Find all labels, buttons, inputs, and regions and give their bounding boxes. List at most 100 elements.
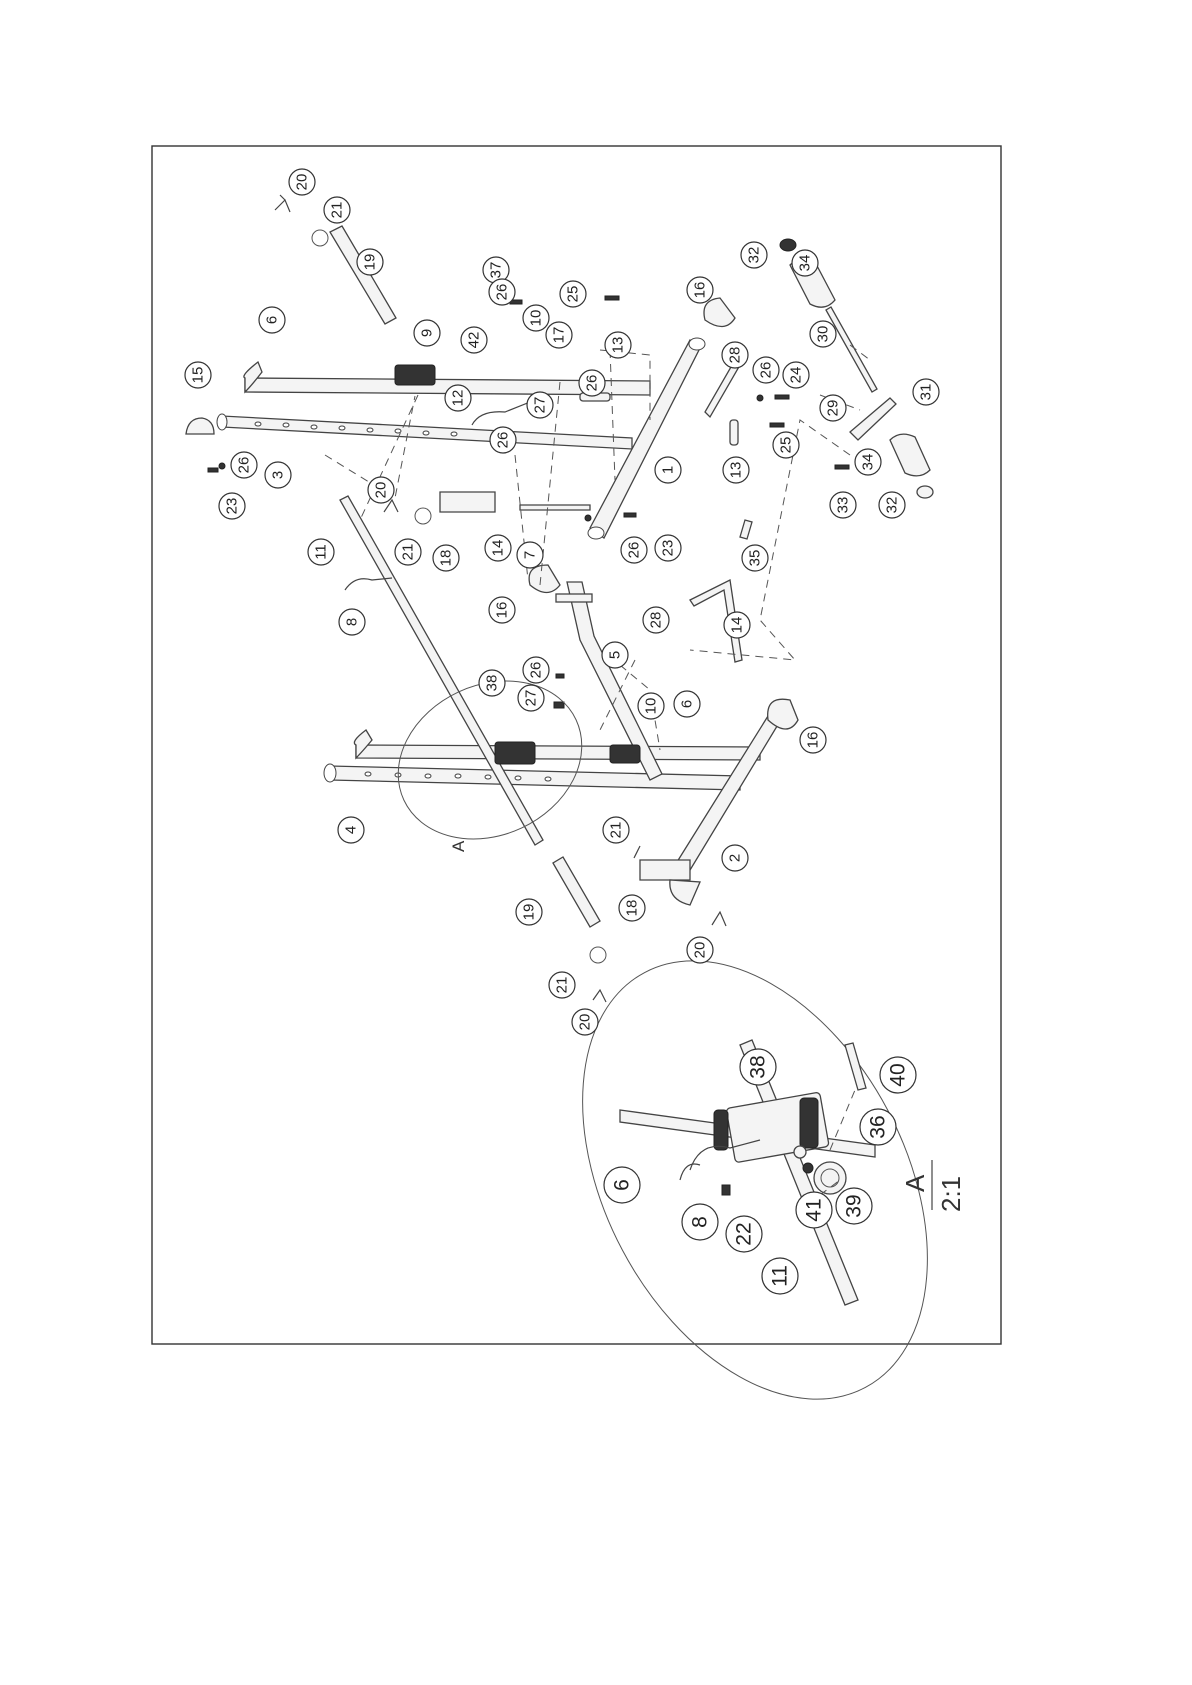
part-number: 14 xyxy=(729,617,746,634)
part-number: 14 xyxy=(490,540,507,557)
part-number: 9 xyxy=(419,329,436,337)
part-callout-27: 27 xyxy=(518,685,544,711)
part-callout-36: 36 xyxy=(860,1109,896,1145)
svg-text:A: A xyxy=(900,1174,930,1192)
part-number: 26 xyxy=(495,432,512,449)
part-callout-19: 19 xyxy=(357,249,383,275)
part-callout-6: 6 xyxy=(604,1167,640,1203)
part-number: 28 xyxy=(727,347,744,364)
part-number: 17 xyxy=(551,327,568,344)
part-callout-13: 13 xyxy=(723,457,749,483)
part-callout-30: 30 xyxy=(810,321,836,347)
part-callout-39: 39 xyxy=(836,1188,872,1224)
part-number: 31 xyxy=(918,384,935,401)
part-number: 24 xyxy=(788,367,805,384)
assembly-line-a xyxy=(325,395,418,520)
part-callout-42: 42 xyxy=(461,327,487,353)
part-number: 6 xyxy=(679,700,696,708)
part-callout-20: 20 xyxy=(572,1009,598,1035)
part-number: 8 xyxy=(344,618,361,626)
part-callout-31: 31 xyxy=(913,379,939,405)
fasteners xyxy=(208,296,849,708)
part-callout-20: 20 xyxy=(289,169,315,195)
part-number: 39 xyxy=(843,1194,866,1217)
detail-a-label: A xyxy=(449,840,468,852)
part-callout-6: 6 xyxy=(674,691,700,717)
part-number: 16 xyxy=(805,732,822,749)
part-number: 15 xyxy=(190,367,207,384)
part-callout-40: 40 xyxy=(880,1057,916,1093)
part-number: 20 xyxy=(294,174,311,191)
part-callout-8: 8 xyxy=(682,1204,718,1240)
cap-16-top xyxy=(704,298,735,327)
part-callout-25: 25 xyxy=(560,281,586,307)
part-number: 21 xyxy=(608,822,625,839)
part-number: 22 xyxy=(733,1222,756,1245)
part-number: 16 xyxy=(692,282,709,299)
part-number: 28 xyxy=(648,612,665,629)
part-number: 37 xyxy=(488,262,505,279)
part-callout-26: 26 xyxy=(753,357,779,383)
part-number: 25 xyxy=(778,437,795,454)
part-number: 10 xyxy=(643,698,660,715)
sleeve-19-top xyxy=(330,226,396,324)
part-callout-4: 4 xyxy=(338,817,364,843)
part-number: 26 xyxy=(626,542,643,559)
part-number: 21 xyxy=(329,202,346,219)
part-callout-29: 29 xyxy=(820,395,846,421)
part-callout-38: 38 xyxy=(740,1049,776,1085)
part-number: 32 xyxy=(884,497,901,514)
part-callout-26: 26 xyxy=(489,279,515,305)
part-callout-11: 11 xyxy=(308,539,334,565)
part-callout-26: 26 xyxy=(231,452,257,478)
part-number: 26 xyxy=(758,362,775,379)
part-callout-16: 16 xyxy=(800,727,826,753)
part-number: 41 xyxy=(803,1198,826,1221)
part-callout-25: 25 xyxy=(773,432,799,458)
part-callout-32: 32 xyxy=(741,242,767,268)
part-number: 20 xyxy=(577,1014,594,1031)
tube-35 xyxy=(740,520,752,539)
part-number: 6 xyxy=(264,316,281,324)
part-number: 12 xyxy=(450,390,467,407)
part-number: 27 xyxy=(523,690,540,707)
part-callout-16: 16 xyxy=(687,277,713,303)
part-callout-10: 10 xyxy=(523,305,549,331)
part-number: 29 xyxy=(825,400,842,417)
part-number: 6 xyxy=(611,1179,634,1191)
part-number: 18 xyxy=(438,550,455,567)
part-number: 3 xyxy=(270,471,287,479)
sleeve-18-lower xyxy=(640,860,690,880)
part-number: 38 xyxy=(747,1055,770,1078)
part-callout-1: 1 xyxy=(655,457,681,483)
part-callout-26: 26 xyxy=(579,370,605,396)
part-number: 33 xyxy=(835,497,852,514)
bracket-38 xyxy=(495,742,535,764)
part-callout-21: 21 xyxy=(324,197,350,223)
part-callout-26: 26 xyxy=(490,427,516,453)
part-callout-35: 35 xyxy=(742,545,768,571)
part-callout-5: 5 xyxy=(602,642,628,668)
part-callout-19: 19 xyxy=(516,899,542,925)
part-callout-20: 20 xyxy=(687,937,713,963)
part-number: 21 xyxy=(554,977,571,994)
part-number: 42 xyxy=(466,332,483,349)
part-number: 26 xyxy=(528,662,545,679)
bracket-29 xyxy=(850,398,896,440)
upright-4 xyxy=(324,764,740,790)
part-number: 36 xyxy=(867,1115,890,1138)
part-number: 23 xyxy=(224,498,241,515)
part-number: 25 xyxy=(565,286,582,303)
part-number: 26 xyxy=(584,375,601,392)
roller-34-bottom xyxy=(890,434,930,476)
part-number: 20 xyxy=(692,942,709,959)
part-callout-20: 20 xyxy=(368,477,394,503)
bracket-10-lower xyxy=(610,745,640,763)
part-callout-28: 28 xyxy=(722,342,748,368)
part-number: 34 xyxy=(860,454,877,471)
part-callout-16: 16 xyxy=(489,597,515,623)
part-callout-38: 38 xyxy=(479,670,505,696)
part-number: 1 xyxy=(660,466,677,474)
part-number: 32 xyxy=(746,247,763,264)
